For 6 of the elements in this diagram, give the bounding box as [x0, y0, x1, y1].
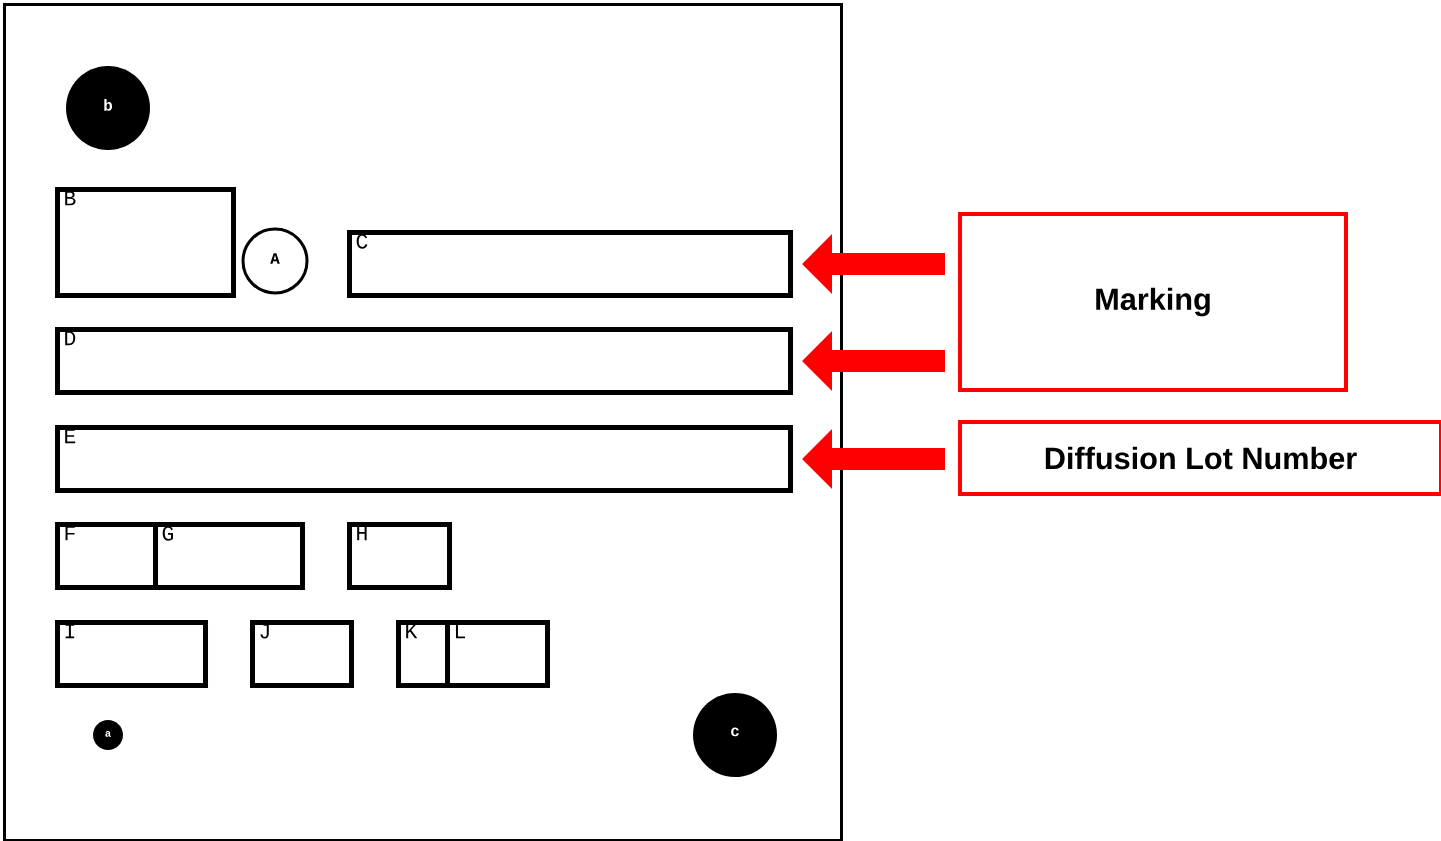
label-box: Diffusion Lot Number	[958, 420, 1441, 496]
circle-mark: A	[241, 227, 309, 295]
field-box: H	[347, 522, 452, 590]
field-box: L	[445, 620, 550, 688]
label-box: Marking	[958, 212, 1348, 392]
package-outline	[3, 3, 843, 841]
